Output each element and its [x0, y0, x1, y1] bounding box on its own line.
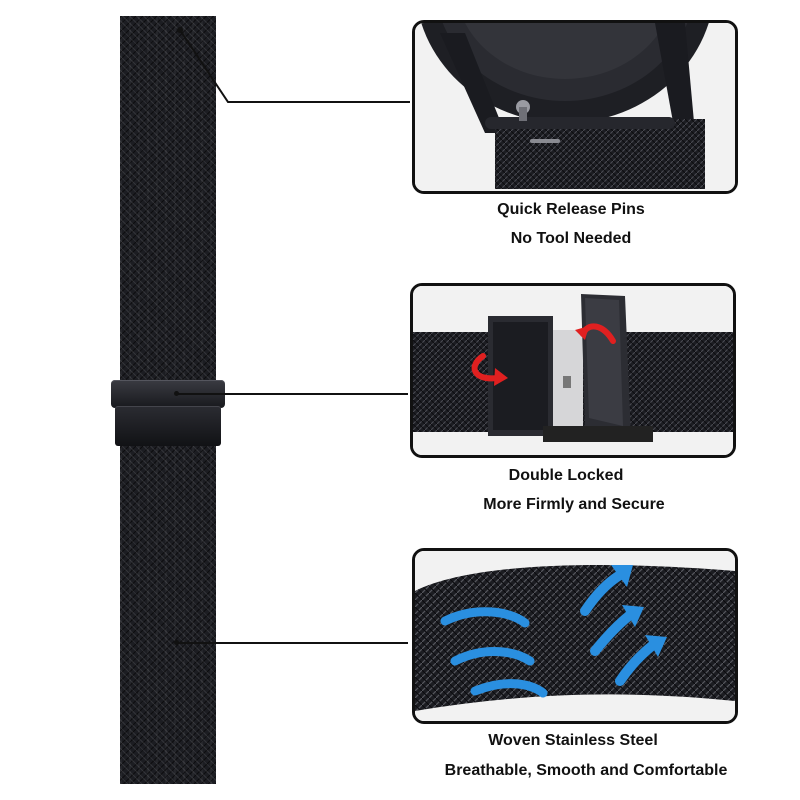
feature-2-title: Double Locked	[508, 467, 624, 484]
rotate-arrow-icon	[575, 323, 616, 344]
feature-panel-quick-release	[412, 20, 738, 194]
airflow-arrow-icon	[440, 565, 667, 698]
watch-band-upper-strap	[120, 16, 216, 382]
double-lock-clasp-illustration	[413, 286, 733, 455]
leader-dot-clasp	[174, 391, 179, 396]
leader-line-clasp	[176, 393, 408, 395]
watch-band-lower-strap	[120, 442, 216, 784]
folding-clasp	[111, 380, 225, 448]
woven-mesh-illustration	[415, 551, 735, 721]
quick-release-pin-illustration	[415, 23, 735, 191]
feature-3-subtitle: Breathable, Smooth and Comfortable	[444, 762, 728, 779]
clasp-bottom-plate	[115, 406, 221, 446]
feature-2-subtitle: More Firmly and Secure	[483, 496, 665, 513]
feature-panel-woven-mesh	[412, 548, 738, 724]
rotate-arrow-icon	[471, 353, 508, 386]
feature-1-title: Quick Release Pins	[497, 201, 645, 218]
feature-panel-double-lock	[410, 283, 736, 458]
leader-dot-mesh	[174, 640, 179, 645]
leader-line-mesh	[176, 642, 408, 644]
feature-3-title: Woven Stainless Steel	[488, 732, 658, 749]
feature-1-subtitle: No Tool Needed	[510, 230, 632, 247]
